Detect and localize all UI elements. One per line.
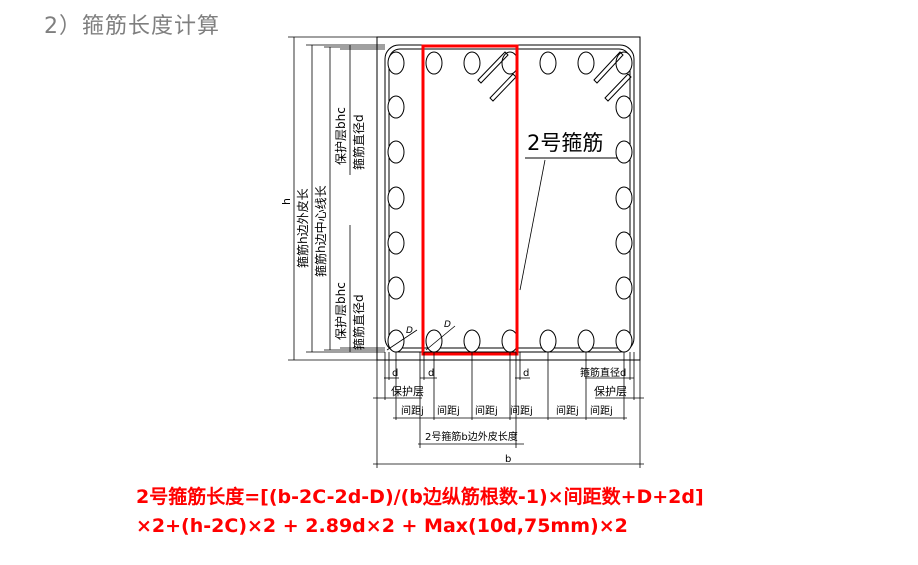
dim-cover-right: 保护层 — [594, 384, 627, 398]
bar-diameter-label-2: D — [444, 320, 451, 330]
dim-spacing-4: 间距j — [510, 404, 533, 417]
formula-line-1: 2号箍筋长度=[(b-2C-2d-D)/(b边纵筋根数-1)×间距数+D+2d] — [136, 486, 704, 508]
stirrup-1-inner — [388, 48, 631, 349]
column-outline — [376, 36, 641, 361]
stirrup-2-highlight — [421, 44, 519, 356]
dim-spacing-6: 间距j — [590, 404, 613, 417]
stirrup-2-callout-label: 2号箍筋 — [527, 131, 603, 155]
dim-dia-bottom: 箍筋直径d — [351, 294, 366, 350]
dim-cover-bottom: 保护层bhc — [334, 282, 348, 340]
dim-center-length: 箍筋h边中心线长 — [313, 185, 328, 277]
dim-d-1: d — [392, 368, 398, 379]
dim-cover-left: 保护层 — [391, 384, 424, 398]
dim-d-2: d — [428, 368, 434, 379]
longitudinal-bars — [387, 51, 633, 353]
dim-stirrup2-outer: 2号箍筋b边外皮长度 — [425, 430, 518, 443]
dim-spacing-1: 间距j — [401, 404, 424, 417]
dim-spacing-2: 间距j — [437, 404, 460, 417]
dim-outer-length: 箍筋h边外皮长 — [295, 188, 310, 268]
dim-h: h — [280, 198, 293, 205]
dim-b: b — [505, 454, 511, 465]
dim-spacing-3: 间距j — [475, 404, 498, 417]
dim-cover-top: 保护层bhc — [334, 107, 348, 165]
bar-diameter-label: D — [406, 326, 413, 336]
dim-stirrup-dia: 箍筋直径d — [580, 366, 626, 379]
dim-dia-top: 箍筋直径d — [351, 114, 366, 170]
formula-line-2: ×2+(h-2C)×2 + 2.89d×2 + Max(10d,75mm)×2 — [136, 515, 628, 537]
dim-spacing-5: 间距j — [556, 404, 579, 417]
section-heading: 2）箍筋长度计算 — [44, 14, 220, 39]
dim-d-3: d — [523, 368, 529, 379]
